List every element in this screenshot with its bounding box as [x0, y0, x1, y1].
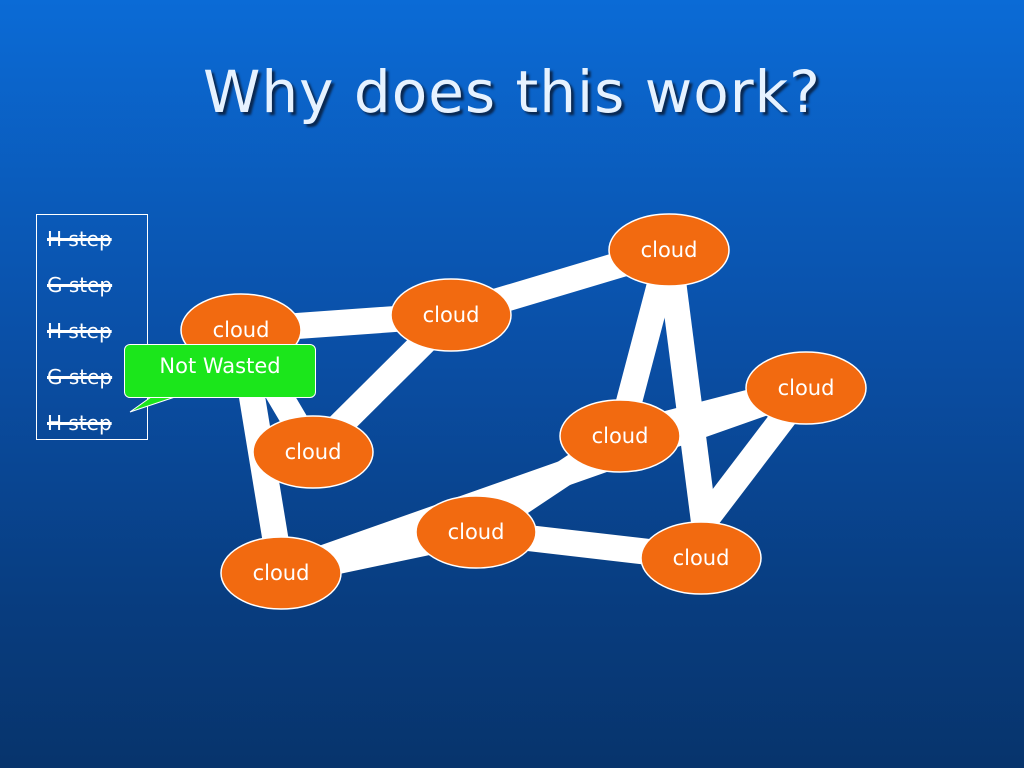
cloud-node-label: cloud [448, 520, 505, 544]
cloud-node: cloud [745, 351, 867, 425]
cloud-node-label: cloud [253, 561, 310, 585]
step-item: H step [47, 319, 112, 343]
steps-list: H step G step H step G step H step [36, 214, 148, 440]
cloud-node-ellipse [252, 415, 374, 489]
cloud-node-ellipse [220, 536, 342, 610]
graph-edge [656, 248, 717, 524]
step-item: G step [47, 273, 113, 297]
cloud-node-label: cloud [285, 440, 342, 464]
cloud-node-ellipse [559, 399, 681, 473]
cloud-node: cloud [220, 536, 342, 610]
cloud-node-label: cloud [673, 546, 730, 570]
cloud-node-ellipse [608, 213, 730, 287]
callout-box [124, 344, 316, 398]
cloud-node-label: cloud [641, 238, 698, 262]
cloud-node: cloud [390, 278, 512, 352]
cloud-node-label: cloud [592, 424, 649, 448]
cloud-node: cloud [252, 415, 374, 489]
step-item: H step [47, 411, 112, 435]
cloud-node-label: cloud [423, 303, 480, 327]
cloud-node-ellipse [415, 495, 537, 569]
cloud-node: cloud [640, 521, 762, 595]
callout-label: Not Wasted [159, 354, 281, 378]
cloud-node-ellipse [745, 351, 867, 425]
cloud-node-ellipse [640, 521, 762, 595]
cloud-node: cloud [608, 213, 730, 287]
step-item: G step [47, 365, 113, 389]
cloud-node: cloud [415, 495, 537, 569]
cloud-node-label: cloud [213, 318, 270, 342]
slide-title: Why does this work? [203, 58, 821, 126]
step-item: H step [47, 227, 112, 251]
cloud-node: cloud [559, 399, 681, 473]
cloud-node-label: cloud [778, 376, 835, 400]
cloud-node-ellipse [390, 278, 512, 352]
